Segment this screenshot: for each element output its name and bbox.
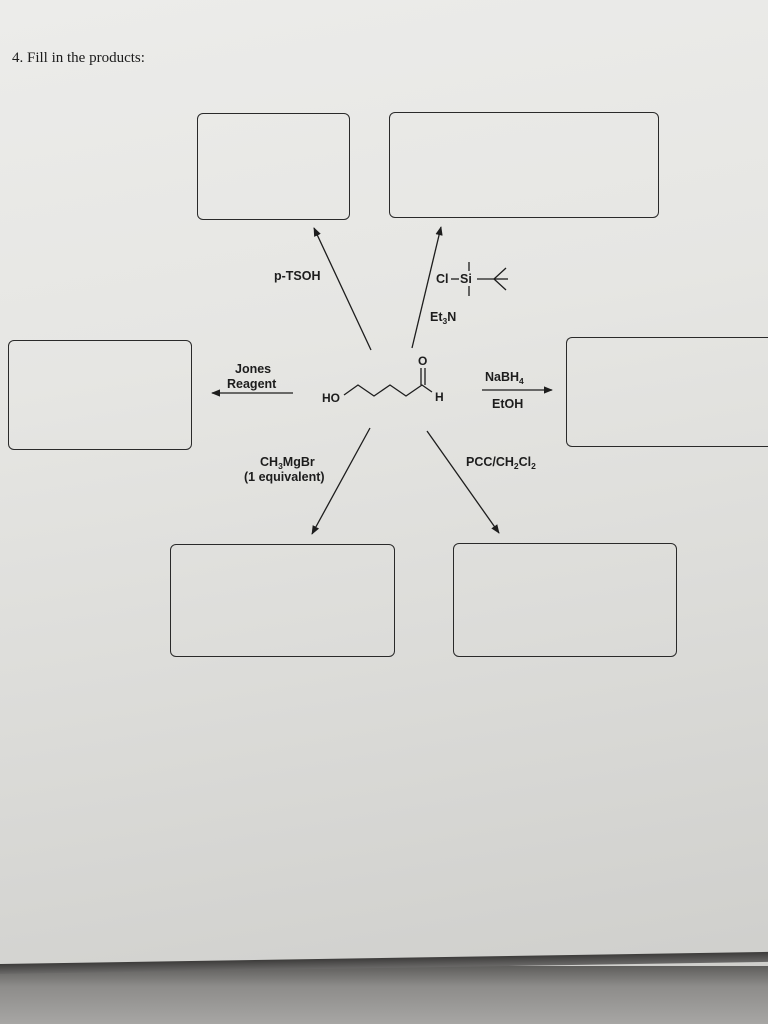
- jones-line1: Jones: [235, 362, 271, 376]
- reaction-arrow-pcc: [426, 430, 500, 534]
- reaction-silyl: Cl Si Et3N: [411, 226, 508, 349]
- nabh4-solvent: EtOH: [492, 397, 523, 411]
- tert-butyl-icon: [477, 267, 508, 291]
- grignard-amount: (1 equivalent): [244, 470, 325, 484]
- reaction-pcc: PCC/CH2Cl2: [426, 430, 536, 534]
- reaction-jones: Jones Reagent: [211, 362, 293, 397]
- reaction-arrow-tsoh: [313, 227, 372, 351]
- tsoh-reagent: p-TSOH: [274, 269, 321, 283]
- hydroxyl-label: HO: [322, 391, 340, 405]
- carbon-chain: [343, 384, 433, 397]
- silyl-base: Et3N: [430, 310, 456, 326]
- aldehyde-h-label: H: [435, 390, 444, 404]
- desk-surface: [0, 966, 768, 1024]
- product-box-pcc[interactable]: [453, 543, 677, 657]
- question-text: Fill in the products:: [27, 50, 145, 66]
- reaction-arrow-grignard: [311, 427, 371, 535]
- product-box-nabh4[interactable]: [566, 337, 768, 447]
- nabh4-reagent: NaBH4: [485, 370, 524, 386]
- reaction-scheme: HO O H p-TSOH Cl Si Et3N Jones Reagent N…: [211, 226, 553, 535]
- silyl-si: Si: [460, 272, 472, 286]
- question-number: 4.: [12, 50, 24, 66]
- reaction-grignard: CH3MgBr (1 equivalent): [244, 427, 371, 535]
- pcc-reagent: PCC/CH2Cl2: [466, 455, 536, 471]
- starting-material: HO O H: [322, 354, 444, 405]
- worksheet-paper: [0, 0, 768, 972]
- reaction-arrow-silyl: [411, 226, 443, 349]
- reaction-nabh4: NaBH4 EtOH: [482, 370, 553, 411]
- product-box-jones[interactable]: [8, 340, 192, 450]
- question-heading: 4. Fill in the products:: [12, 50, 145, 67]
- silyl-cl: Cl: [436, 272, 449, 286]
- product-box-silyl[interactable]: [389, 112, 659, 218]
- product-box-tsoh[interactable]: [197, 113, 350, 220]
- reaction-tsoh: p-TSOH: [274, 227, 372, 351]
- grignard-reagent: CH3MgBr: [260, 455, 315, 471]
- product-box-grignard[interactable]: [170, 544, 395, 657]
- jones-line2: Reagent: [227, 377, 277, 391]
- carbonyl-oxygen-label: O: [418, 354, 427, 368]
